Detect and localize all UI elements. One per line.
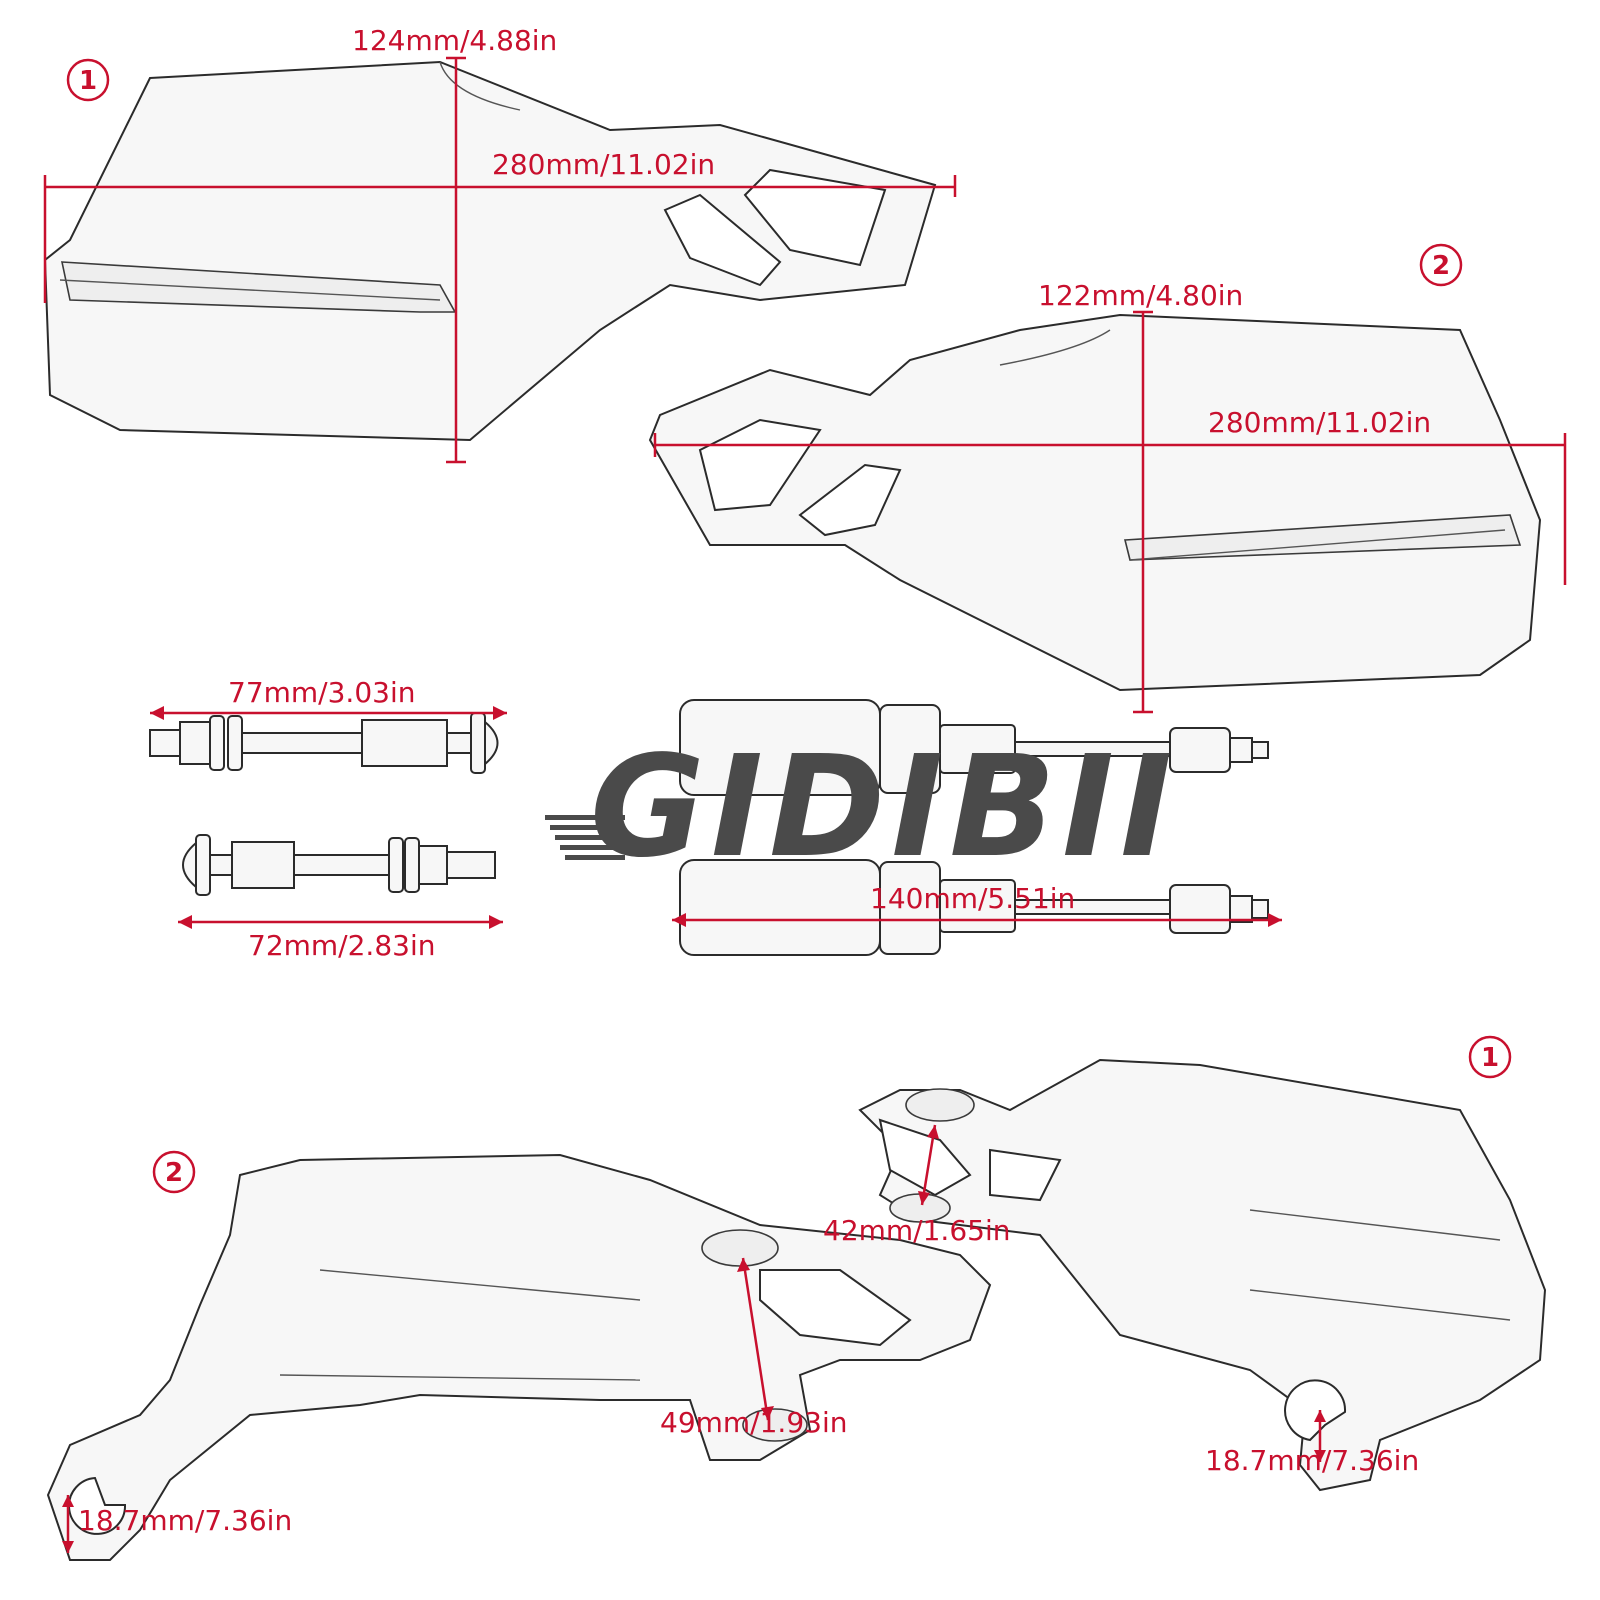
mounting-bolt-1-drawing [149,712,499,774]
handguard-2-underside-drawing [46,1153,992,1561]
clamp-left-label: 18.7mm/7.36in [78,1504,292,1537]
brand-logo-text: GIDIBII [590,726,1178,889]
handguard-2-drawing [648,313,1542,692]
bar-end-weight-1-drawing [679,699,1269,796]
guard2-height-label: 122mm/4.80in [1038,279,1243,312]
mount2-hole-spacing-label: 49mm/1.93in [660,1406,847,1439]
badge-bottom-right: 1 [1468,1035,1512,1079]
mounting-bolt-2-drawing [182,834,496,896]
bolt1-length-label: 77mm/3.03in [228,676,415,709]
barend-length-label: 140mm/5.51in [870,882,1075,915]
bolt2-length-label: 72mm/2.83in [248,929,435,962]
clamp-right-label: 18.7mm/7.36in [1205,1444,1419,1477]
guard2-length-label: 280mm/11.02in [1208,406,1431,439]
badge-bottom-left-number: 2 [165,1158,183,1188]
badge-top-left: 1 [66,58,110,102]
guard1-length-label: 280mm/11.02in [492,148,715,181]
badge-bottom-left: 2 [152,1150,196,1194]
badge-mid-right: 2 [1419,243,1463,287]
bar-end-weight-2-drawing [679,859,1269,956]
dimension-lines [43,56,1567,1553]
mount1-hole-spacing-label: 42mm/1.65in [823,1214,1010,1247]
guard1-height-label: 124mm/4.88in [352,24,557,57]
brand-logo: GIDIBII [545,726,1178,889]
badge-mid-right-number: 2 [1432,251,1450,281]
handguard-1-drawing [43,60,937,442]
handguard-1-underside-drawing [858,1058,1547,1492]
badge-top-left-number: 1 [79,66,97,96]
badge-bottom-right-number: 1 [1481,1043,1499,1073]
